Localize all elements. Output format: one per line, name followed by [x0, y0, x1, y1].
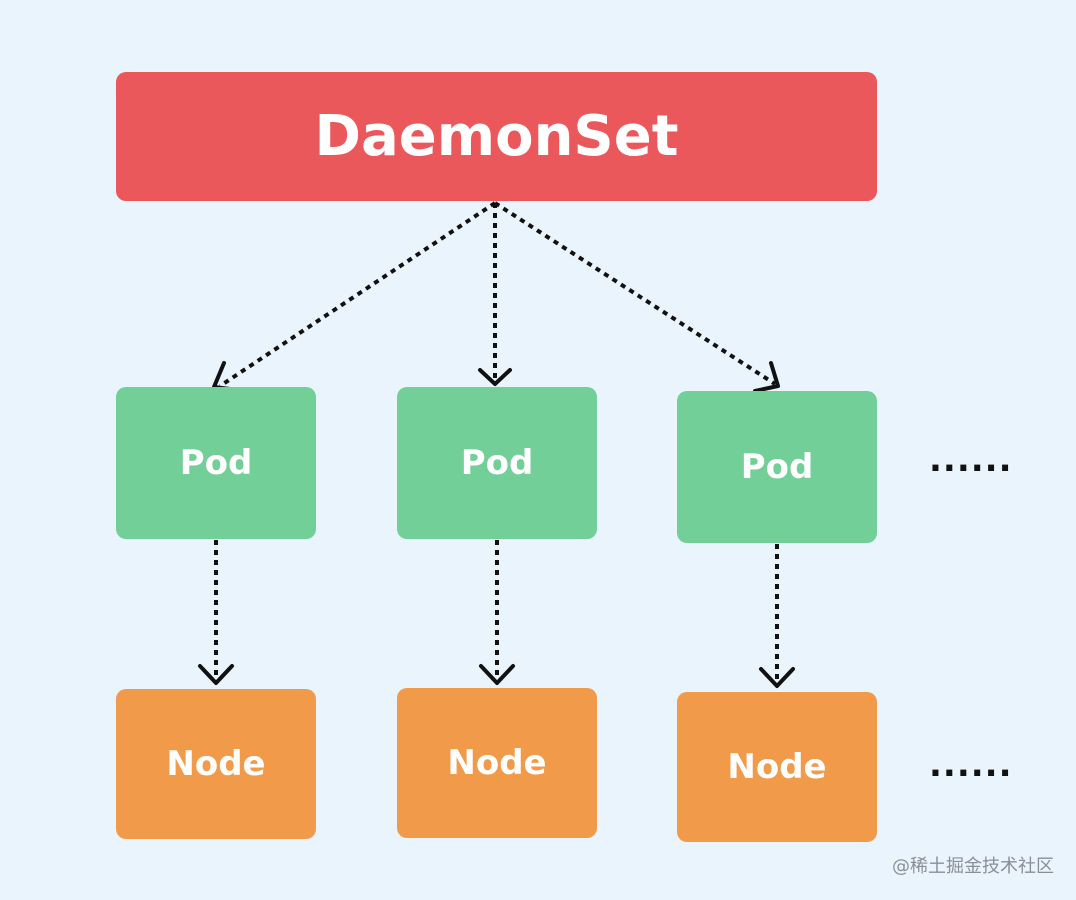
daemonset-box: DaemonSet [116, 72, 877, 201]
pod-label-1: Pod [179, 443, 253, 483]
watermark: @稀土掘金技术社区 [892, 856, 1054, 877]
arrowhead-node-1 [198, 664, 234, 685]
node-label-3: Node [727, 747, 827, 787]
more-pods-ellipsis: ...... [929, 440, 1013, 480]
daemonset-label: DaemonSet [314, 104, 679, 169]
node-box-3: Node [677, 692, 877, 842]
pod-label-3: Pod [740, 447, 814, 487]
arrow-daemonset-to-pod-1 [218, 201, 497, 388]
arrowhead-pod-2 [478, 368, 512, 386]
node-label-1: Node [166, 744, 266, 784]
arrowhead-pod-3 [753, 361, 780, 393]
node-box-1: Node [116, 689, 316, 839]
arrowhead-node-3 [759, 667, 795, 688]
node-box-2: Node [397, 688, 597, 838]
arrow-daemonset-to-pod-3 [493, 201, 777, 386]
arrowhead-pod-1 [212, 361, 240, 392]
arrowhead-node-2 [479, 664, 515, 685]
more-nodes-ellipsis: ...... [929, 745, 1013, 785]
node-label-2: Node [447, 743, 547, 783]
pod-box-2: Pod [397, 387, 597, 539]
pod-box-1: Pod [116, 387, 316, 539]
pod-box-3: Pod [677, 391, 877, 543]
pod-label-2: Pod [460, 443, 534, 483]
